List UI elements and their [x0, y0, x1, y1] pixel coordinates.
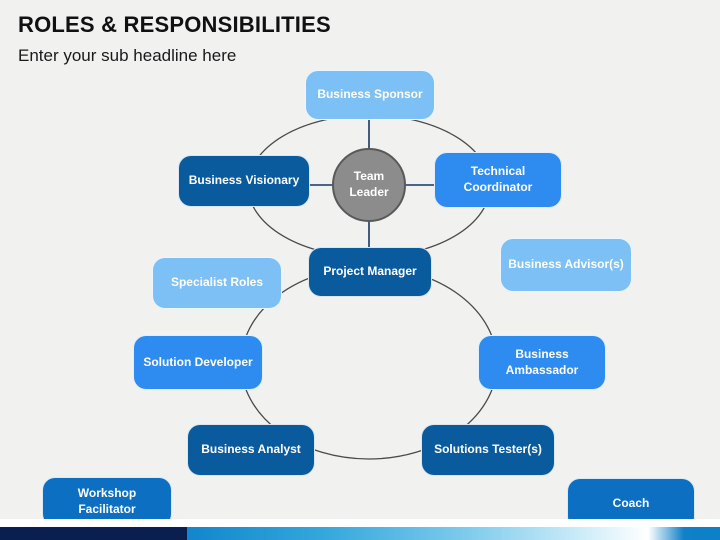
node-technical-coordinator: Technical Coordinator — [434, 152, 562, 208]
team-leader-label: Team Leader — [349, 169, 389, 199]
node-label: Coach — [612, 496, 650, 511]
node-label: Specialist Roles — [170, 275, 264, 290]
node-solutions-testers: Solutions Tester(s) — [421, 424, 555, 476]
node-business-visionary: Business Visionary — [178, 155, 310, 207]
node-label: Technical Coordinator — [463, 164, 533, 194]
node-label: Workshop Facilitator — [77, 486, 137, 516]
node-label: Business Analyst — [201, 442, 301, 457]
node-workshop-facilitator: Workshop Facilitator — [42, 477, 172, 527]
node-project-manager: Project Manager — [308, 247, 432, 297]
footer-white-strip — [0, 519, 720, 527]
node-business-ambassador: Business Ambassador — [478, 335, 606, 390]
node-specialist-roles: Specialist Roles — [152, 257, 282, 309]
node-label: Project Manager — [323, 264, 417, 279]
node-business-sponsor: Business Sponsor — [305, 70, 435, 120]
node-label: Solutions Tester(s) — [434, 442, 542, 457]
node-label: Business Sponsor — [317, 87, 423, 102]
team-leader-circle: Team Leader — [332, 148, 406, 222]
node-label: Business Ambassador — [505, 346, 579, 377]
page-subtitle: Enter your sub headline here — [18, 46, 237, 65]
node-business-advisors: Business Advisor(s) — [500, 238, 632, 292]
footer-gradient-bar — [0, 527, 720, 540]
node-label: Solution Developer — [143, 354, 253, 369]
node-business-analyst: Business Analyst — [187, 424, 315, 476]
page-title: ROLES & RESPONSIBILITIES — [18, 12, 331, 37]
node-label: Business Visionary — [188, 173, 300, 188]
node-label: Business Advisor(s) — [508, 257, 624, 272]
node-solution-developer: Solution Developer — [133, 335, 263, 390]
